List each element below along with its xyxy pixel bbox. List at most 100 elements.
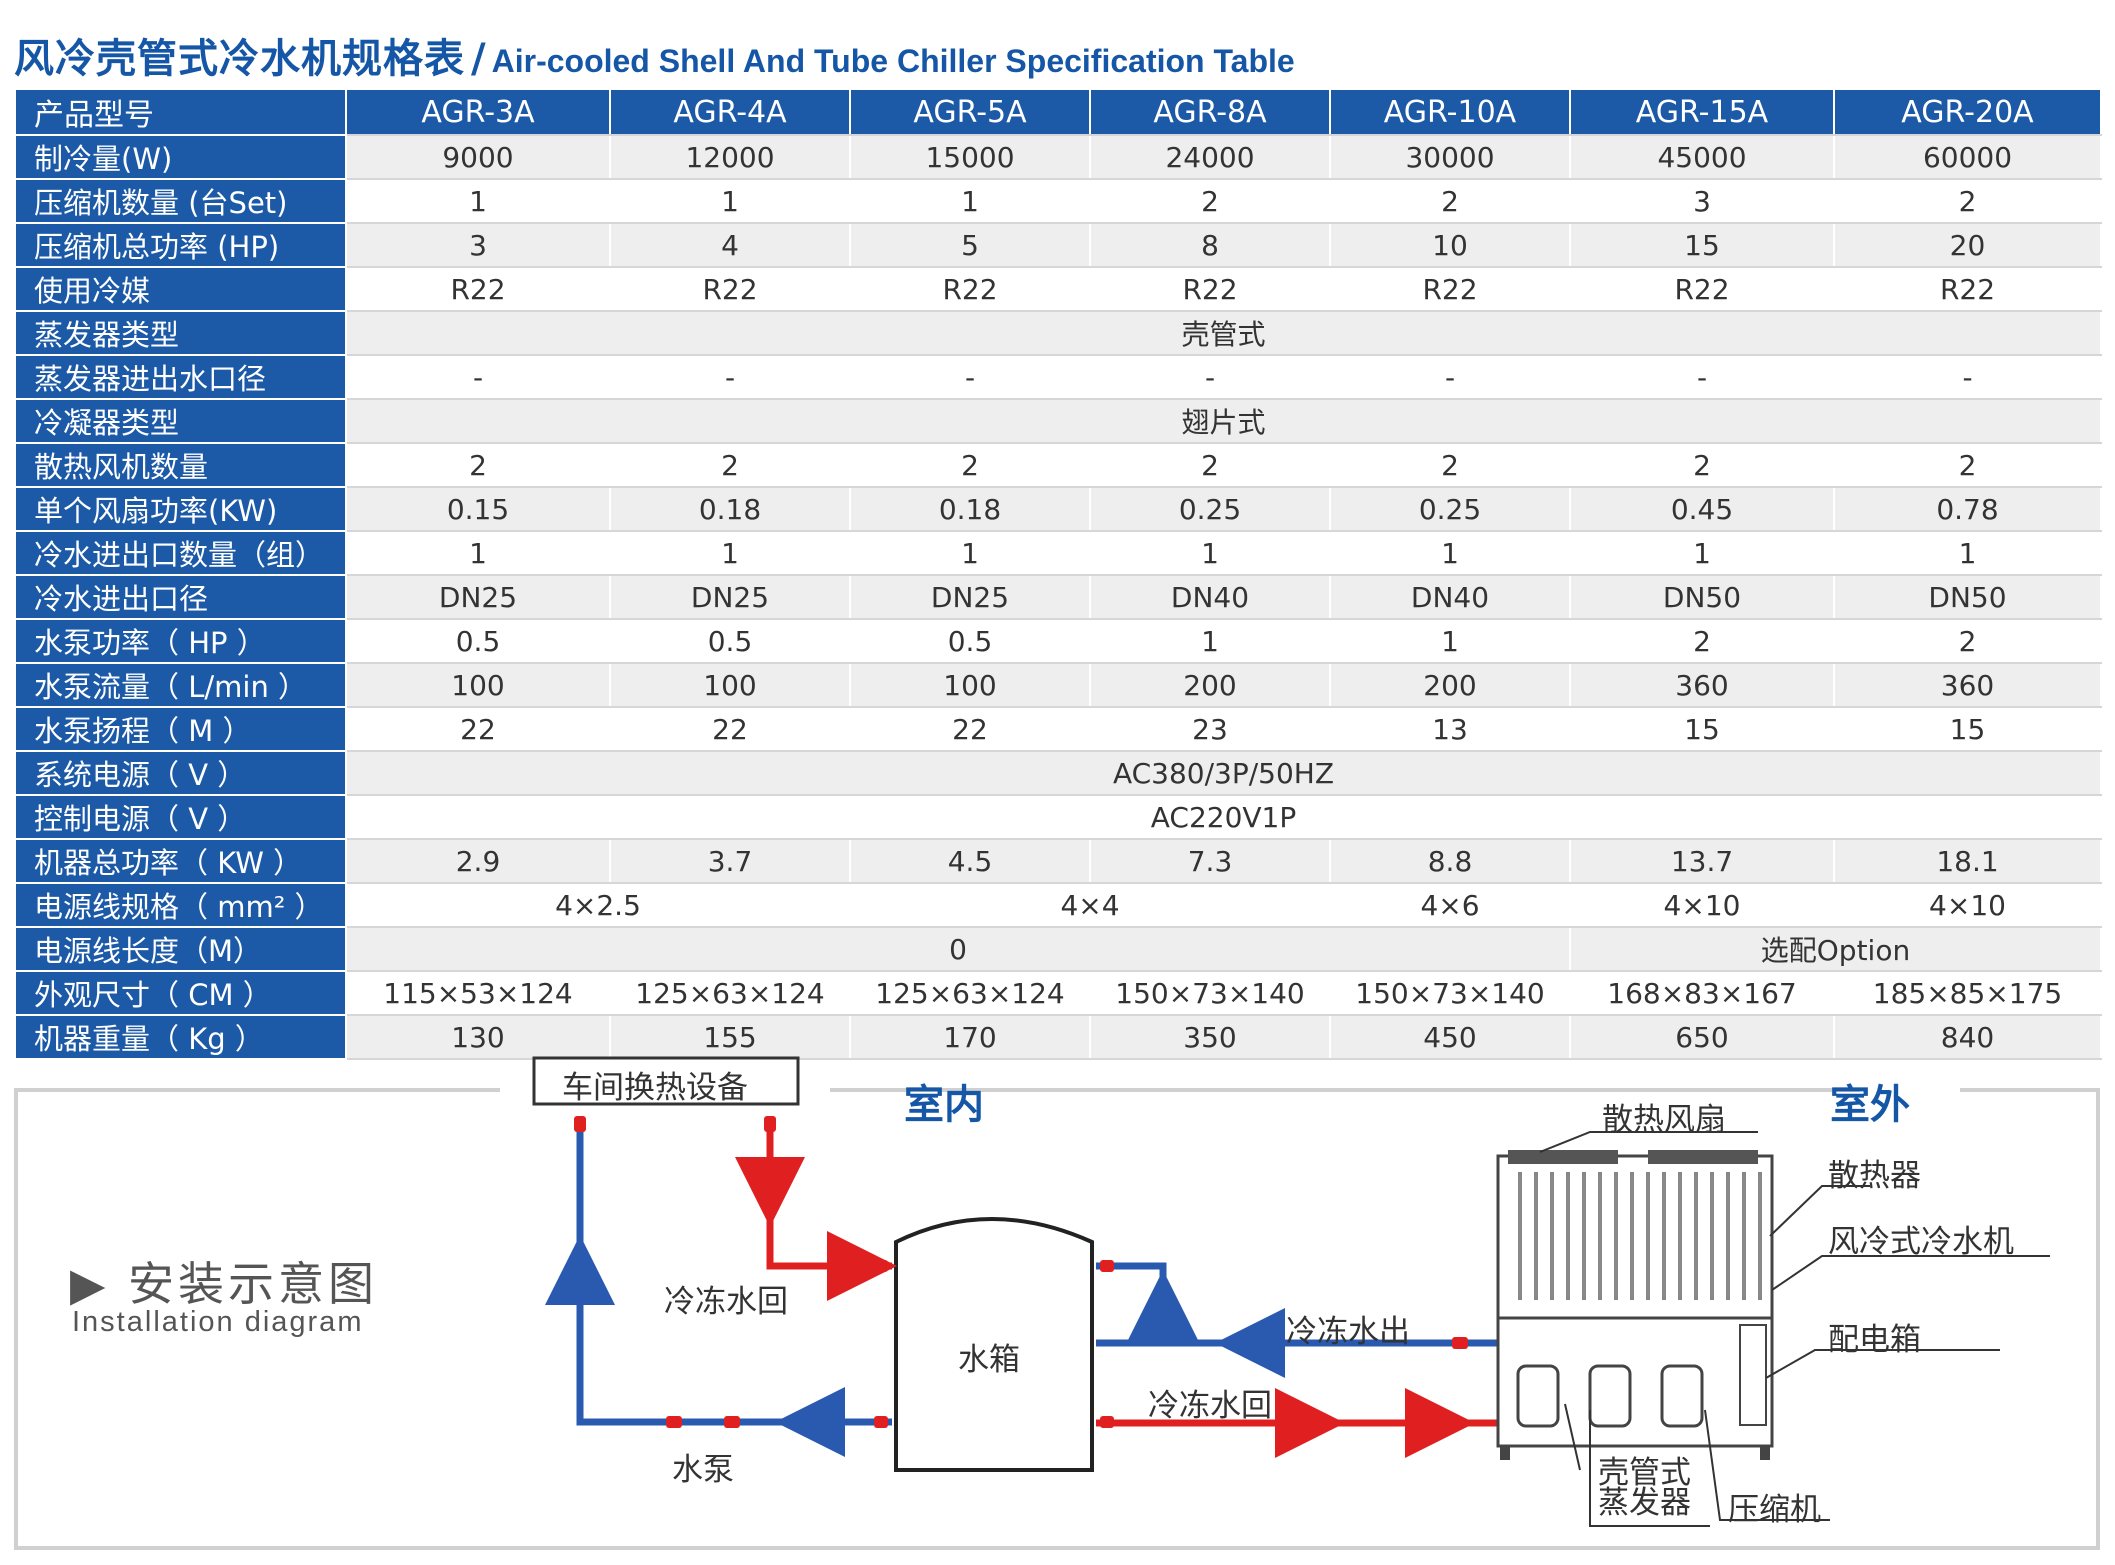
table-row: 制冷量(W) 9000 12000 15000 24000 30000 4500… <box>14 134 2102 180</box>
table-cell: 1 <box>849 530 1091 576</box>
table-cell: 15 <box>1569 706 1835 752</box>
model-cell: AGR-15A <box>1569 88 1835 136</box>
table-row: 水泵功率（ HP ） 0.5 0.5 0.5 1 1 2 2 <box>14 618 2102 664</box>
row-label: 冷水进出口数量（组） <box>14 530 347 576</box>
table-cell: 0.25 <box>1329 486 1571 532</box>
leader-lines <box>1539 1131 2050 1527</box>
table-cell: 22 <box>849 706 1091 752</box>
table-cell: 1 <box>1329 618 1571 664</box>
table-cell: 1 <box>849 178 1091 224</box>
table-row: 控制电源（ V ） AC220V1P <box>14 794 2102 840</box>
table-cell: 45000 <box>1569 134 1835 180</box>
blue-pipe-up <box>1096 1262 1167 1343</box>
table-cell: 13 <box>1329 706 1571 752</box>
model-cell: AGR-4A <box>609 88 851 136</box>
table-cell: 125×63×124 <box>849 970 1091 1016</box>
table-cell: 2 <box>1329 178 1571 224</box>
row-label: 冷水进出口径 <box>14 574 347 620</box>
table-cell: 4×10 <box>1833 882 2102 928</box>
table-cell: 2 <box>1569 618 1835 664</box>
row-label: 蒸发器进出水口径 <box>14 354 347 400</box>
table-row: 外观尺寸（ CM ） 115×53×124 125×63×124 125×63×… <box>14 970 2102 1016</box>
table-cell: 9000 <box>345 134 611 180</box>
table-cell: 22 <box>609 706 851 752</box>
evaporator-label-line1: 壳管式 <box>1598 1455 1691 1491</box>
table-cell: R22 <box>609 266 851 312</box>
title-en: Air-cooled Shell And Tube Chiller Specif… <box>491 43 1295 79</box>
table-cell: 7.3 <box>1089 838 1331 884</box>
electric-box-label: 配电箱 <box>1828 1322 1921 1358</box>
table-cell: 4.5 <box>849 838 1091 884</box>
table-cell: 24000 <box>1089 134 1331 180</box>
table-cell: R22 <box>1569 266 1835 312</box>
table-cell: 4×10 <box>1569 882 1835 928</box>
table-cell: 2 <box>345 442 611 488</box>
table-cell: - <box>1329 354 1571 400</box>
table-cell: 23 <box>1089 706 1331 752</box>
table-cell-merged: 选配Option <box>1569 926 2102 972</box>
row-label: 外观尺寸（ CM ） <box>14 970 347 1016</box>
table-cell: 20 <box>1833 222 2102 268</box>
table-row: 水泵流量（ L/min ） 100 100 100 200 200 360 36… <box>14 662 2102 708</box>
title-separator: / <box>471 36 486 82</box>
chiller-label: 风冷式冷水机 <box>1828 1224 2014 1260</box>
table-cell: 125×63×124 <box>609 970 851 1016</box>
row-label: 蒸发器类型 <box>14 310 347 356</box>
table-row: 单个风扇功率(KW) 0.15 0.18 0.18 0.25 0.25 0.45… <box>14 486 2102 532</box>
fan-label: 散热风扇 <box>1602 1102 1726 1138</box>
table-cell: 15000 <box>849 134 1091 180</box>
table-cell: 1 <box>1089 618 1331 664</box>
table-cell: DN50 <box>1833 574 2102 620</box>
table-cell: 5 <box>849 222 1091 268</box>
row-label: 机器总功率（ KW ） <box>14 838 347 884</box>
table-cell: - <box>345 354 611 400</box>
model-cell: AGR-10A <box>1329 88 1571 136</box>
table-cell: - <box>1569 354 1835 400</box>
table-cell: 2 <box>1089 178 1331 224</box>
table-cell: R22 <box>849 266 1091 312</box>
table-cell: 650 <box>1569 1014 1835 1060</box>
table-row: 蒸发器进出水口径 - - - - - - - <box>14 354 2102 400</box>
table-cell: 1 <box>609 530 851 576</box>
table-cell: 1 <box>345 530 611 576</box>
table-cell-merged: AC380/3P/50HZ <box>345 750 2102 796</box>
workshop-label: 车间换热设备 <box>562 1070 748 1106</box>
table-cell: R22 <box>345 266 611 312</box>
row-label: 单个风扇功率(KW) <box>14 486 347 532</box>
table-cell: DN40 <box>1089 574 1331 620</box>
water-tank <box>894 1217 1094 1472</box>
row-label: 使用冷媒 <box>14 266 347 312</box>
table-row: 冷水进出口数量（组） 1 1 1 1 1 1 1 <box>14 530 2102 576</box>
table-cell: 2 <box>1569 442 1835 488</box>
table-cell: 130 <box>345 1014 611 1060</box>
page-title: 风冷壳管式冷水机规格表/Air-cooled Shell And Tube Ch… <box>14 26 1295 82</box>
table-cell: - <box>849 354 1091 400</box>
table-cell: 1 <box>1833 530 2102 576</box>
table-cell: 0.5 <box>849 618 1091 664</box>
table-row: 压缩机总功率 (HP) 3 4 5 8 10 15 20 <box>14 222 2102 268</box>
table-row: 蒸发器类型 壳管式 <box>14 310 2102 356</box>
table-cell: 168×83×167 <box>1569 970 1835 1016</box>
table-cell: 18.1 <box>1833 838 2102 884</box>
spec-table: 产品型号 AGR-3A AGR-4A AGR-5A AGR-8A AGR-10A… <box>14 88 2102 1060</box>
row-label: 产品型号 <box>14 88 347 136</box>
row-label: 电源线规格（ mm² ） <box>14 882 347 928</box>
row-label: 控制电源（ V ） <box>14 794 347 840</box>
table-cell: 150×73×140 <box>1089 970 1331 1016</box>
table-cell: DN40 <box>1329 574 1571 620</box>
table-cell: 1 <box>1569 530 1835 576</box>
red-pipe-top <box>766 1128 892 1270</box>
row-label: 散热风机数量 <box>14 442 347 488</box>
table-row: 冷水进出口径 DN25 DN25 DN25 DN40 DN40 DN50 DN5… <box>14 574 2102 620</box>
table-cell: 0.18 <box>849 486 1091 532</box>
table-cell-merged: 翅片式 <box>345 398 2102 444</box>
table-cell: 0.25 <box>1089 486 1331 532</box>
blue-pipe-left <box>576 1128 892 1426</box>
table-cell: R22 <box>1329 266 1571 312</box>
table-cell: - <box>1089 354 1331 400</box>
table-cell: 8.8 <box>1329 838 1571 884</box>
model-cell: AGR-20A <box>1833 88 2102 136</box>
table-row: 系统电源（ V ） AC380/3P/50HZ <box>14 750 2102 796</box>
return-right-label: 冷冻水回 <box>1148 1388 1272 1424</box>
